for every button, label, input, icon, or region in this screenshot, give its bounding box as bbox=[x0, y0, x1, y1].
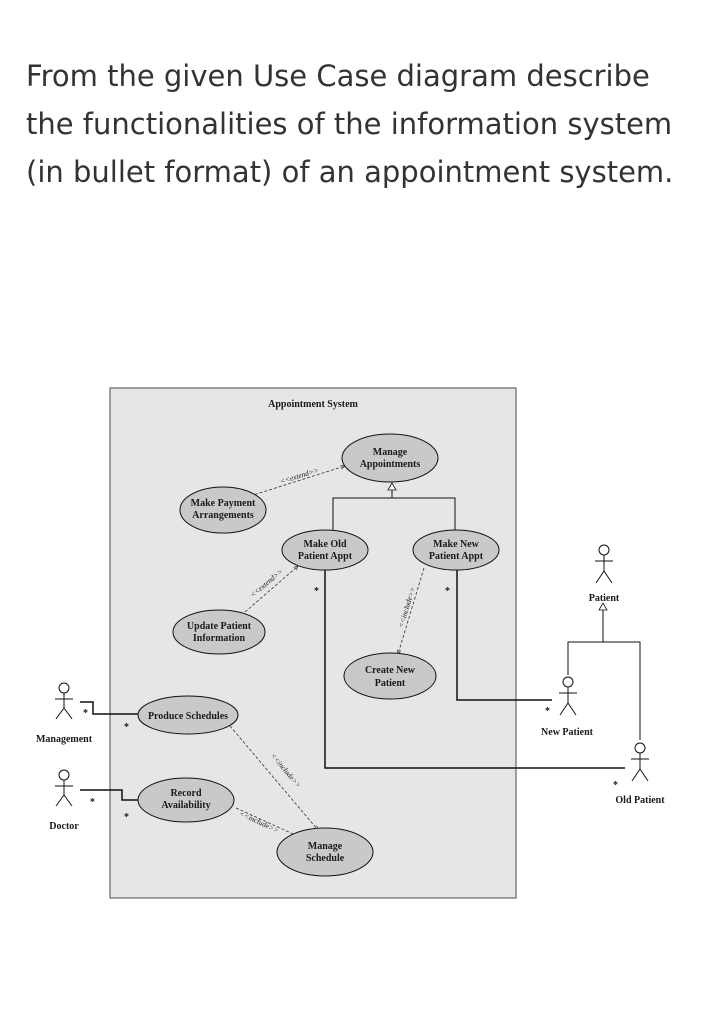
svg-text:Produce Schedules: Produce Schedules bbox=[148, 711, 228, 722]
usecase-make-new-appt: Make New Patient Appt bbox=[412, 529, 500, 571]
assoc-doctor bbox=[80, 789, 138, 801]
actor-new-patient-icon bbox=[559, 676, 577, 716]
svg-text:Patient Appt: Patient Appt bbox=[298, 551, 353, 562]
actor-new-patient-label: New Patient bbox=[541, 727, 594, 738]
svg-text:Appointments: Appointments bbox=[360, 459, 421, 470]
actor-doctor-label: Doctor bbox=[49, 821, 79, 832]
usecase-update-patient: Update Patient Information bbox=[172, 609, 266, 655]
svg-text:Patient Appt: Patient Appt bbox=[429, 551, 484, 562]
svg-text:Create New: Create New bbox=[365, 665, 416, 676]
multiplicity: * bbox=[124, 722, 129, 733]
svg-text:Availability: Availability bbox=[161, 800, 210, 811]
svg-text:Schedule: Schedule bbox=[306, 853, 345, 864]
extend-line-update bbox=[244, 566, 298, 613]
generalization-patient bbox=[567, 641, 641, 740]
actor-management-label: Management bbox=[36, 734, 93, 745]
actor-management-icon bbox=[55, 682, 73, 720]
question-text: From the given Use Case diagram describe… bbox=[26, 52, 696, 196]
svg-text:Manage: Manage bbox=[373, 447, 408, 458]
question-line: From the given Use Case diagram describe bbox=[26, 59, 650, 93]
actor-old-patient-label: Old Patient bbox=[615, 795, 665, 806]
usecase-manage-schedule: Manage Schedule bbox=[276, 827, 374, 877]
svg-text:Patient: Patient bbox=[375, 678, 406, 689]
generalization-appointments bbox=[332, 497, 456, 534]
multiplicity: * bbox=[90, 797, 95, 808]
assoc-new-patient bbox=[456, 567, 552, 701]
usecase-produce-schedules: Produce Schedules bbox=[137, 695, 239, 735]
question-line: the functionalities of the information s… bbox=[26, 107, 673, 141]
actor-patient-label: Patient bbox=[589, 593, 620, 604]
system-boundary bbox=[109, 387, 517, 899]
svg-text:Make Old: Make Old bbox=[303, 539, 346, 550]
include-line-record bbox=[235, 807, 302, 839]
svg-text:Arrangements: Arrangements bbox=[192, 510, 254, 521]
actor-doctor-icon bbox=[55, 769, 73, 807]
multiplicity: * bbox=[83, 708, 88, 719]
question-line: (in bullet format) of an appointment sys… bbox=[26, 155, 674, 189]
extend-line-payment bbox=[249, 466, 345, 497]
generalization-triangle bbox=[387, 482, 397, 491]
actor-patient-icon bbox=[595, 544, 613, 584]
svg-text:Record: Record bbox=[170, 788, 202, 799]
svg-text:Information: Information bbox=[193, 633, 246, 644]
usecase-manage-appointments: Manage Appointments bbox=[341, 433, 439, 483]
usecase-make-old-appt: Make Old Patient Appt bbox=[281, 529, 369, 571]
usecase-record-availability: Record Availability bbox=[137, 777, 235, 823]
include-line-produce bbox=[229, 725, 318, 830]
svg-text:Manage: Manage bbox=[308, 841, 343, 852]
usecase-create-new-patient: Create New Patient bbox=[343, 652, 437, 700]
multiplicity: * bbox=[613, 780, 618, 791]
assoc-old-patient bbox=[324, 568, 625, 769]
svg-text:Make Payment: Make Payment bbox=[191, 498, 256, 509]
svg-text:Make New: Make New bbox=[433, 539, 480, 550]
actor-old-patient-icon bbox=[631, 742, 649, 782]
multiplicity: * bbox=[545, 706, 550, 717]
assoc-management bbox=[80, 701, 138, 715]
multiplicity: * bbox=[124, 812, 129, 823]
multiplicity: * bbox=[314, 586, 319, 597]
system-title: Appointment System bbox=[268, 399, 358, 410]
usecase-make-payment: Make Payment Arrangements bbox=[179, 486, 267, 534]
multiplicity: * bbox=[445, 586, 450, 597]
svg-text:Update Patient: Update Patient bbox=[187, 621, 252, 632]
generalization-patient-triangle bbox=[598, 602, 608, 611]
